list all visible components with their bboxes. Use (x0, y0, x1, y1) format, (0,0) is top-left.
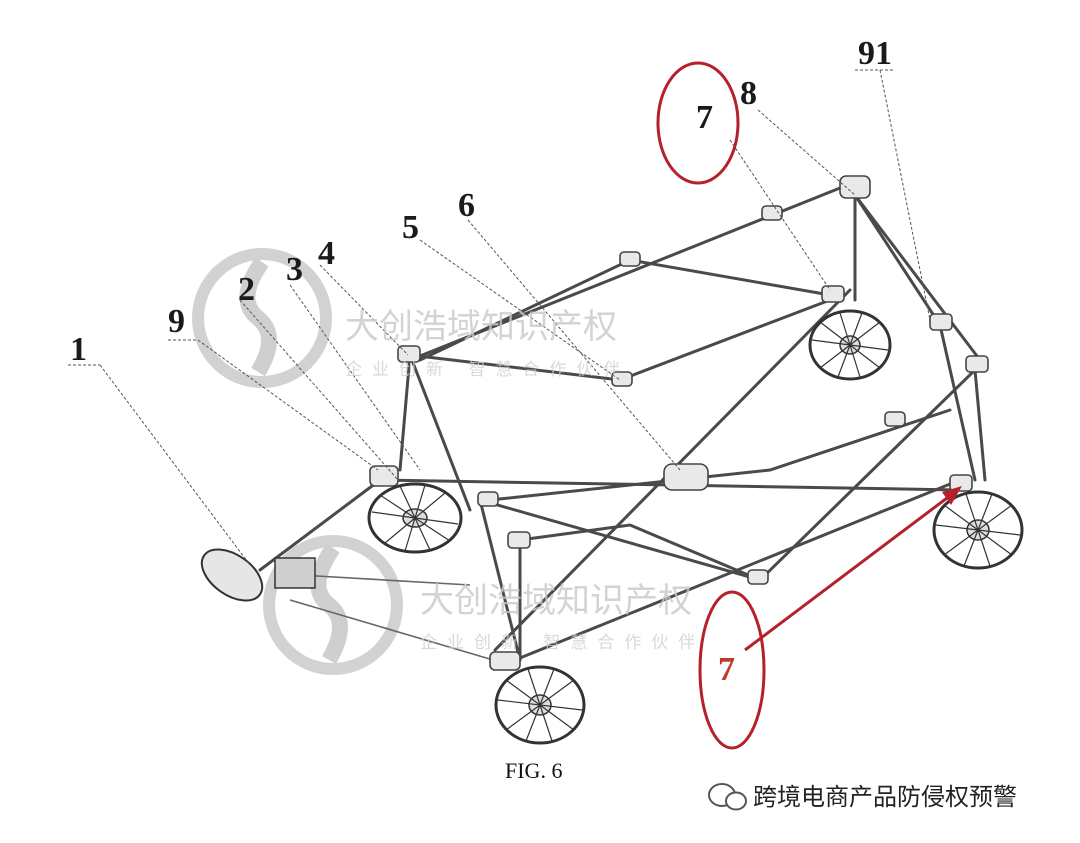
wheel-front-left (494, 665, 586, 745)
highlight-circle-bottom (698, 590, 766, 750)
watermark-subtitle-top: 企业创新 智慧合作伙伴 (345, 360, 630, 380)
annotation-arrow (744, 490, 956, 652)
part-label-6: 6 (458, 187, 475, 224)
part-label-1: 1 (70, 331, 87, 368)
watermark-logo-bottom (263, 535, 403, 675)
part-label-2: 2 (238, 271, 255, 308)
watermark-text: 大创浩域知识产权 企业创新 智慧合作伙伴 大创浩域知识产权 企业创新 智慧合作伙… (345, 307, 705, 653)
part-label-5: 5 (402, 209, 419, 246)
part-label-4: 4 (318, 235, 335, 272)
part-labels: 1 9 2 3 4 5 6 7 8 91 (70, 35, 892, 368)
center-joint (663, 463, 709, 491)
leader-lines (68, 69, 931, 566)
annotation-arrowhead (942, 486, 962, 505)
part-label-8: 8 (740, 75, 757, 112)
part-label-7: 7 (696, 99, 713, 136)
wheel-front-right (932, 490, 1024, 570)
watermark-title-bottom: 大创浩域知识产权 (420, 581, 692, 621)
wheel-rear-left (367, 482, 463, 554)
brand-footer: 跨境电商产品防侵权预警 (708, 783, 1017, 811)
watermark-subtitle-bottom: 企业创新 智慧合作伙伴 (420, 633, 705, 653)
part-label-9: 9 (168, 303, 185, 340)
frame-joints (369, 175, 989, 671)
part-label-3: 3 (286, 251, 303, 288)
watermark-title-top: 大创浩域知识产权 (345, 307, 617, 347)
handle-grip (200, 548, 316, 602)
part-label-91: 91 (858, 35, 892, 72)
annotation-label: 7 (718, 651, 735, 688)
watermark-logo-top (192, 248, 332, 388)
brand-text: 跨境电商产品防侵权预警 (753, 783, 1017, 811)
figure-caption: FIG. 6 (505, 758, 562, 783)
highlight-circle-top (656, 61, 740, 185)
wechat-icon (708, 783, 747, 811)
red-annotation: 7 (656, 61, 962, 750)
wheel-rear-right (808, 309, 892, 381)
